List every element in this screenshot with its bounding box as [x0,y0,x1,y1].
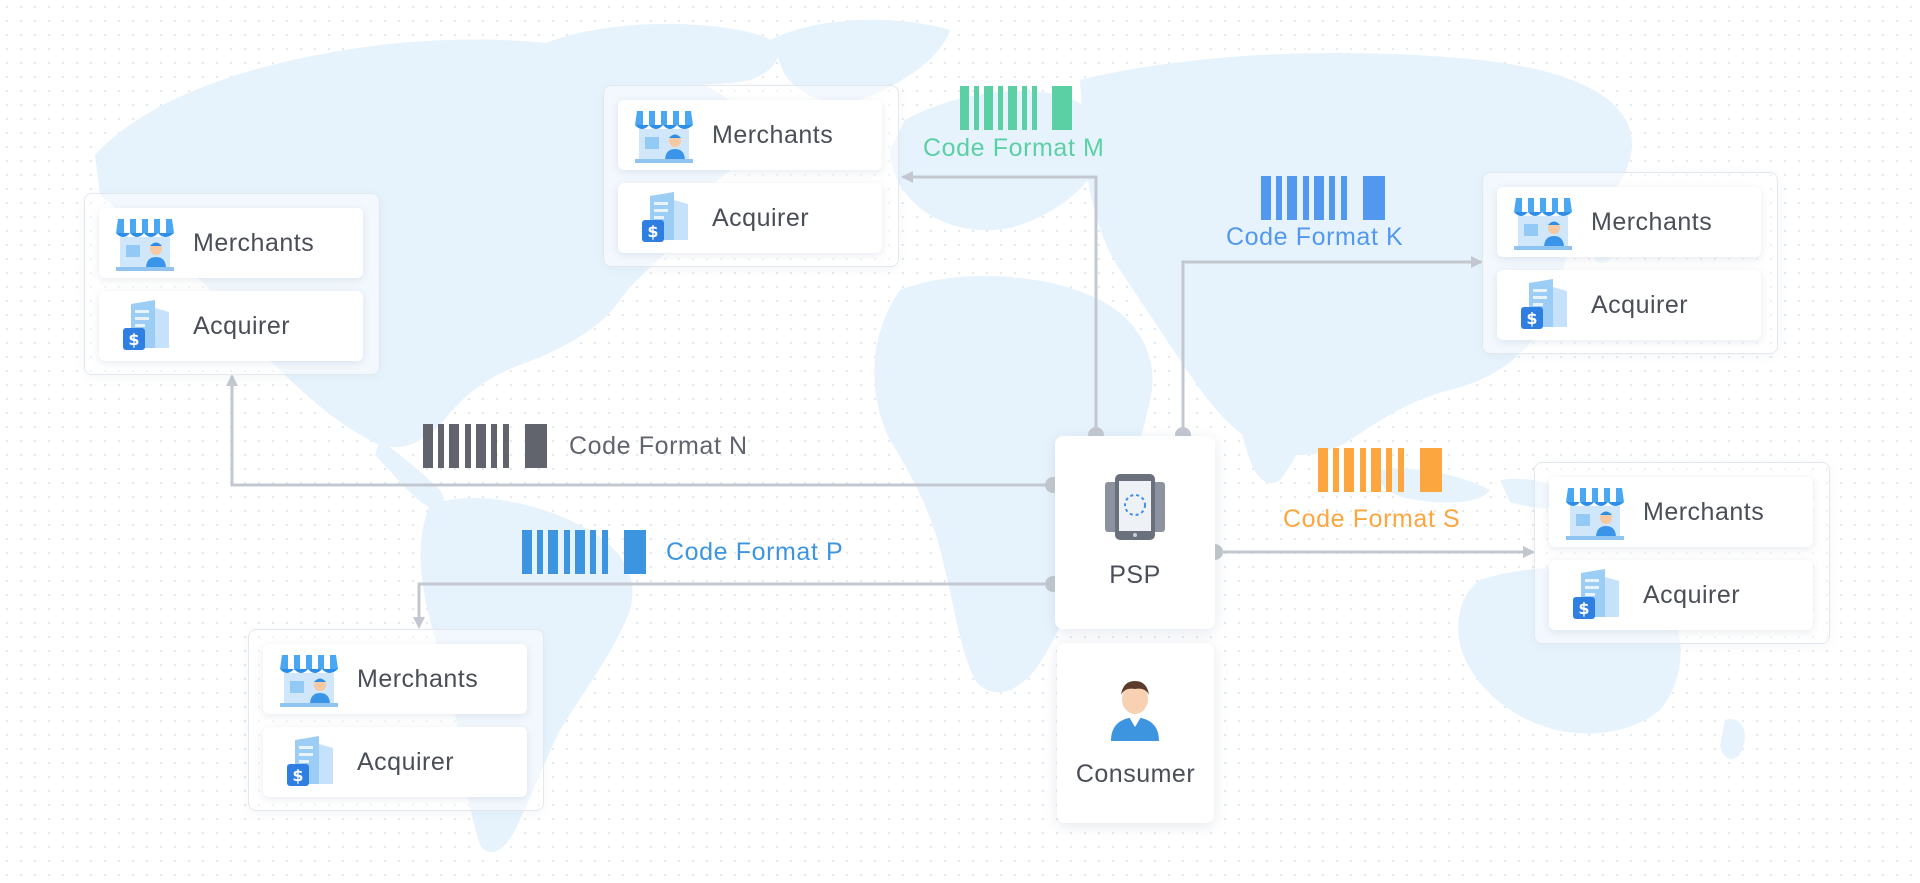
svg-text:$: $ [647,222,658,241]
group-north-america: Merchants $ Acquirer [84,193,380,375]
acquirer-label: Acquirer [712,203,810,232]
merchants-card[interactable]: Merchants [1549,477,1813,547]
barcode-icon-format-n [423,424,547,468]
acquirer-card[interactable]: $ Acquirer [99,291,363,361]
storefront-icon [1559,477,1631,547]
psp-node[interactable]: PSP [1055,436,1215,629]
acquirer-label: Acquirer [1643,580,1741,609]
acquirer-label: Acquirer [1591,290,1689,319]
psp-label: PSP [1109,561,1161,589]
code-format-k-label: Code Format K [1226,223,1404,251]
bank-building-icon: $ [273,727,345,797]
group-south-america: Merchants $ Acquirer [248,629,544,811]
merchants-card[interactable]: Merchants [263,644,527,714]
bank-building-icon: $ [1507,270,1579,340]
consumer-node[interactable]: Consumer [1057,643,1214,823]
storefront-icon [273,644,345,714]
group-east-asia: Merchants $ Acquirer [1482,172,1778,354]
barcode-icon-format-k [1261,176,1385,220]
svg-text:$: $ [128,330,139,349]
group-southeast-asia: Merchants $ Acquirer [1534,462,1830,644]
bank-building-icon: $ [628,183,700,253]
acquirer-card[interactable]: $ Acquirer [1549,560,1813,630]
acquirer-label: Acquirer [357,747,455,776]
storefront-icon [628,100,700,170]
code-format-m-label: Code Format M [923,134,1105,162]
svg-text:$: $ [292,766,303,785]
consumer-label: Consumer [1075,760,1196,788]
merchants-label: Merchants [1643,497,1765,526]
group-europe: Merchants $ Acquirer [603,85,899,267]
acquirer-card[interactable]: $ Acquirer [618,183,882,253]
storefront-icon [1507,187,1579,257]
acquirer-card[interactable]: $ Acquirer [263,727,527,797]
merchants-label: Merchants [357,664,479,693]
barcode-icon-format-p [522,530,646,574]
merchants-label: Merchants [712,120,834,149]
barcode-icon-format-s [1318,448,1442,492]
acquirer-label: Acquirer [193,311,291,340]
svg-text:$: $ [1526,309,1537,328]
person-icon [1107,677,1163,746]
merchants-label: Merchants [1591,207,1713,236]
merchants-card[interactable]: Merchants [618,100,882,170]
smartphone-icon [1103,472,1167,547]
merchants-card[interactable]: Merchants [1497,187,1761,257]
merchants-label: Merchants [193,228,315,257]
code-format-p-label: Code Format P [666,538,844,566]
svg-text:$: $ [1578,599,1589,618]
code-format-n-label: Code Format N [569,432,748,460]
bank-building-icon: $ [109,291,181,361]
storefront-icon [109,208,181,278]
barcode-icon-format-m [960,86,1072,130]
bank-building-icon: $ [1559,560,1631,630]
code-format-s-label: Code Format S [1283,505,1461,533]
acquirer-card[interactable]: $ Acquirer [1497,270,1761,340]
merchants-card[interactable]: Merchants [99,208,363,278]
